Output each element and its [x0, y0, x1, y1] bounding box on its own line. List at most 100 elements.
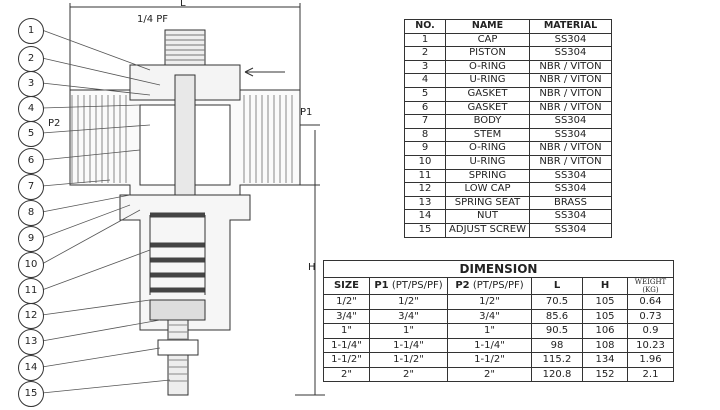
col-l: L [531, 277, 583, 295]
dimension-title: DIMENSION [323, 260, 674, 278]
table-cell: 105 [582, 294, 628, 310]
table-cell: 98 [531, 337, 583, 353]
table-cell: NBR / VITON [529, 59, 612, 75]
table-cell: 1/2" [323, 294, 370, 310]
table-cell: LOW CAP [445, 182, 530, 197]
table-cell: 15 [404, 222, 446, 238]
table-cell: SS304 [529, 222, 612, 238]
table-cell: SS304 [529, 114, 612, 129]
table-cell: 9 [404, 141, 446, 156]
table-cell: 134 [582, 352, 628, 368]
table-cell: 1" [323, 323, 370, 339]
table-cell: 11 [404, 168, 446, 184]
table-cell: SS304 [529, 46, 612, 61]
table-cell: 115.2 [531, 352, 583, 368]
callout-11: 11 [18, 278, 44, 304]
table-cell: 3/4" [369, 308, 448, 324]
table-cell: O-RING [445, 141, 530, 156]
table-cell: 6 [404, 100, 446, 116]
table-cell: STEM [445, 127, 530, 143]
table-cell: 5 [404, 86, 446, 102]
callout-6: 6 [18, 148, 44, 174]
callout-10: 10 [18, 252, 44, 278]
col-size: SIZE [323, 277, 370, 295]
table-header-row: NO. NAME MATERIAL [404, 19, 612, 34]
port-p2-label: P2 [48, 118, 61, 129]
table-cell: SPRING SEAT [445, 195, 530, 211]
table-cell: 1" [447, 323, 532, 339]
table-header-row: SIZE P1 (PT/PS/PF) P2 (PT/PS/PF) L H WEI… [323, 277, 674, 295]
table-cell: SS304 [529, 209, 612, 224]
table-cell: GASKET [445, 100, 530, 116]
table-cell: 2.1 [627, 366, 674, 382]
col-p2: P2 (PT/PS/PF) [447, 277, 532, 295]
callout-3: 3 [18, 71, 44, 97]
callout-9: 9 [18, 226, 44, 252]
col-weight: WEIGHT(KG) [627, 277, 674, 295]
table-cell: 85.6 [531, 308, 583, 324]
col-h: H [582, 277, 628, 295]
table-cell: SS304 [529, 127, 612, 143]
table-cell: U-RING [445, 73, 530, 88]
table-cell: 1/2" [447, 294, 532, 310]
table-cell: 1-1/2" [323, 352, 370, 368]
col-p1: P1 (PT/PS/PF) [369, 277, 448, 295]
table-cell: SPRING [445, 168, 530, 184]
table-cell: 0.73 [627, 308, 674, 324]
col-no: NO. [404, 19, 446, 34]
table-cell: BODY [445, 114, 530, 129]
table-cell: NBR / VITON [529, 141, 612, 156]
table-cell: 1-1/4" [323, 337, 370, 353]
table-cell: O-RING [445, 59, 530, 75]
callout-8: 8 [18, 200, 44, 226]
table-cell: CAP [445, 32, 530, 48]
table-cell: 1/2" [369, 294, 448, 310]
table-cell: NUT [445, 209, 530, 224]
table-cell: 2" [323, 366, 370, 382]
table-cell: 106 [582, 323, 628, 339]
table-cell: ADJUST SCREW [445, 222, 530, 238]
table-cell: 105 [582, 308, 628, 324]
table-cell: 1-1/2" [369, 352, 448, 368]
table-cell: 3/4" [323, 308, 370, 324]
table-cell: 152 [582, 366, 628, 382]
callout-1: 1 [18, 18, 44, 44]
table-cell: SS304 [529, 32, 612, 48]
table-cell: PISTON [445, 46, 530, 61]
table-cell: 108 [582, 337, 628, 353]
table-cell: 2" [447, 366, 532, 382]
table-cell: 10.23 [627, 337, 674, 353]
table-cell: 4 [404, 73, 446, 88]
table-cell: NBR / VITON [529, 100, 612, 116]
callout-15: 15 [18, 381, 44, 407]
col-name: NAME [445, 19, 530, 34]
table-cell: 0.9 [627, 323, 674, 339]
callout-5: 5 [18, 121, 44, 147]
callout-12: 12 [18, 303, 44, 329]
port-p1-label: P1 [300, 107, 313, 118]
table-cell: BRASS [529, 195, 612, 211]
table-cell: 1 [404, 32, 446, 48]
table-cell: 1-1/4" [447, 337, 532, 353]
callout-14: 14 [18, 355, 44, 381]
table-cell: 120.8 [531, 366, 583, 382]
top-port-label: 1/4 PF [137, 14, 169, 25]
table-cell: 0.64 [627, 294, 674, 310]
table-cell: NBR / VITON [529, 154, 612, 170]
table-cell: 3 [404, 59, 446, 75]
callout-4: 4 [18, 96, 44, 122]
